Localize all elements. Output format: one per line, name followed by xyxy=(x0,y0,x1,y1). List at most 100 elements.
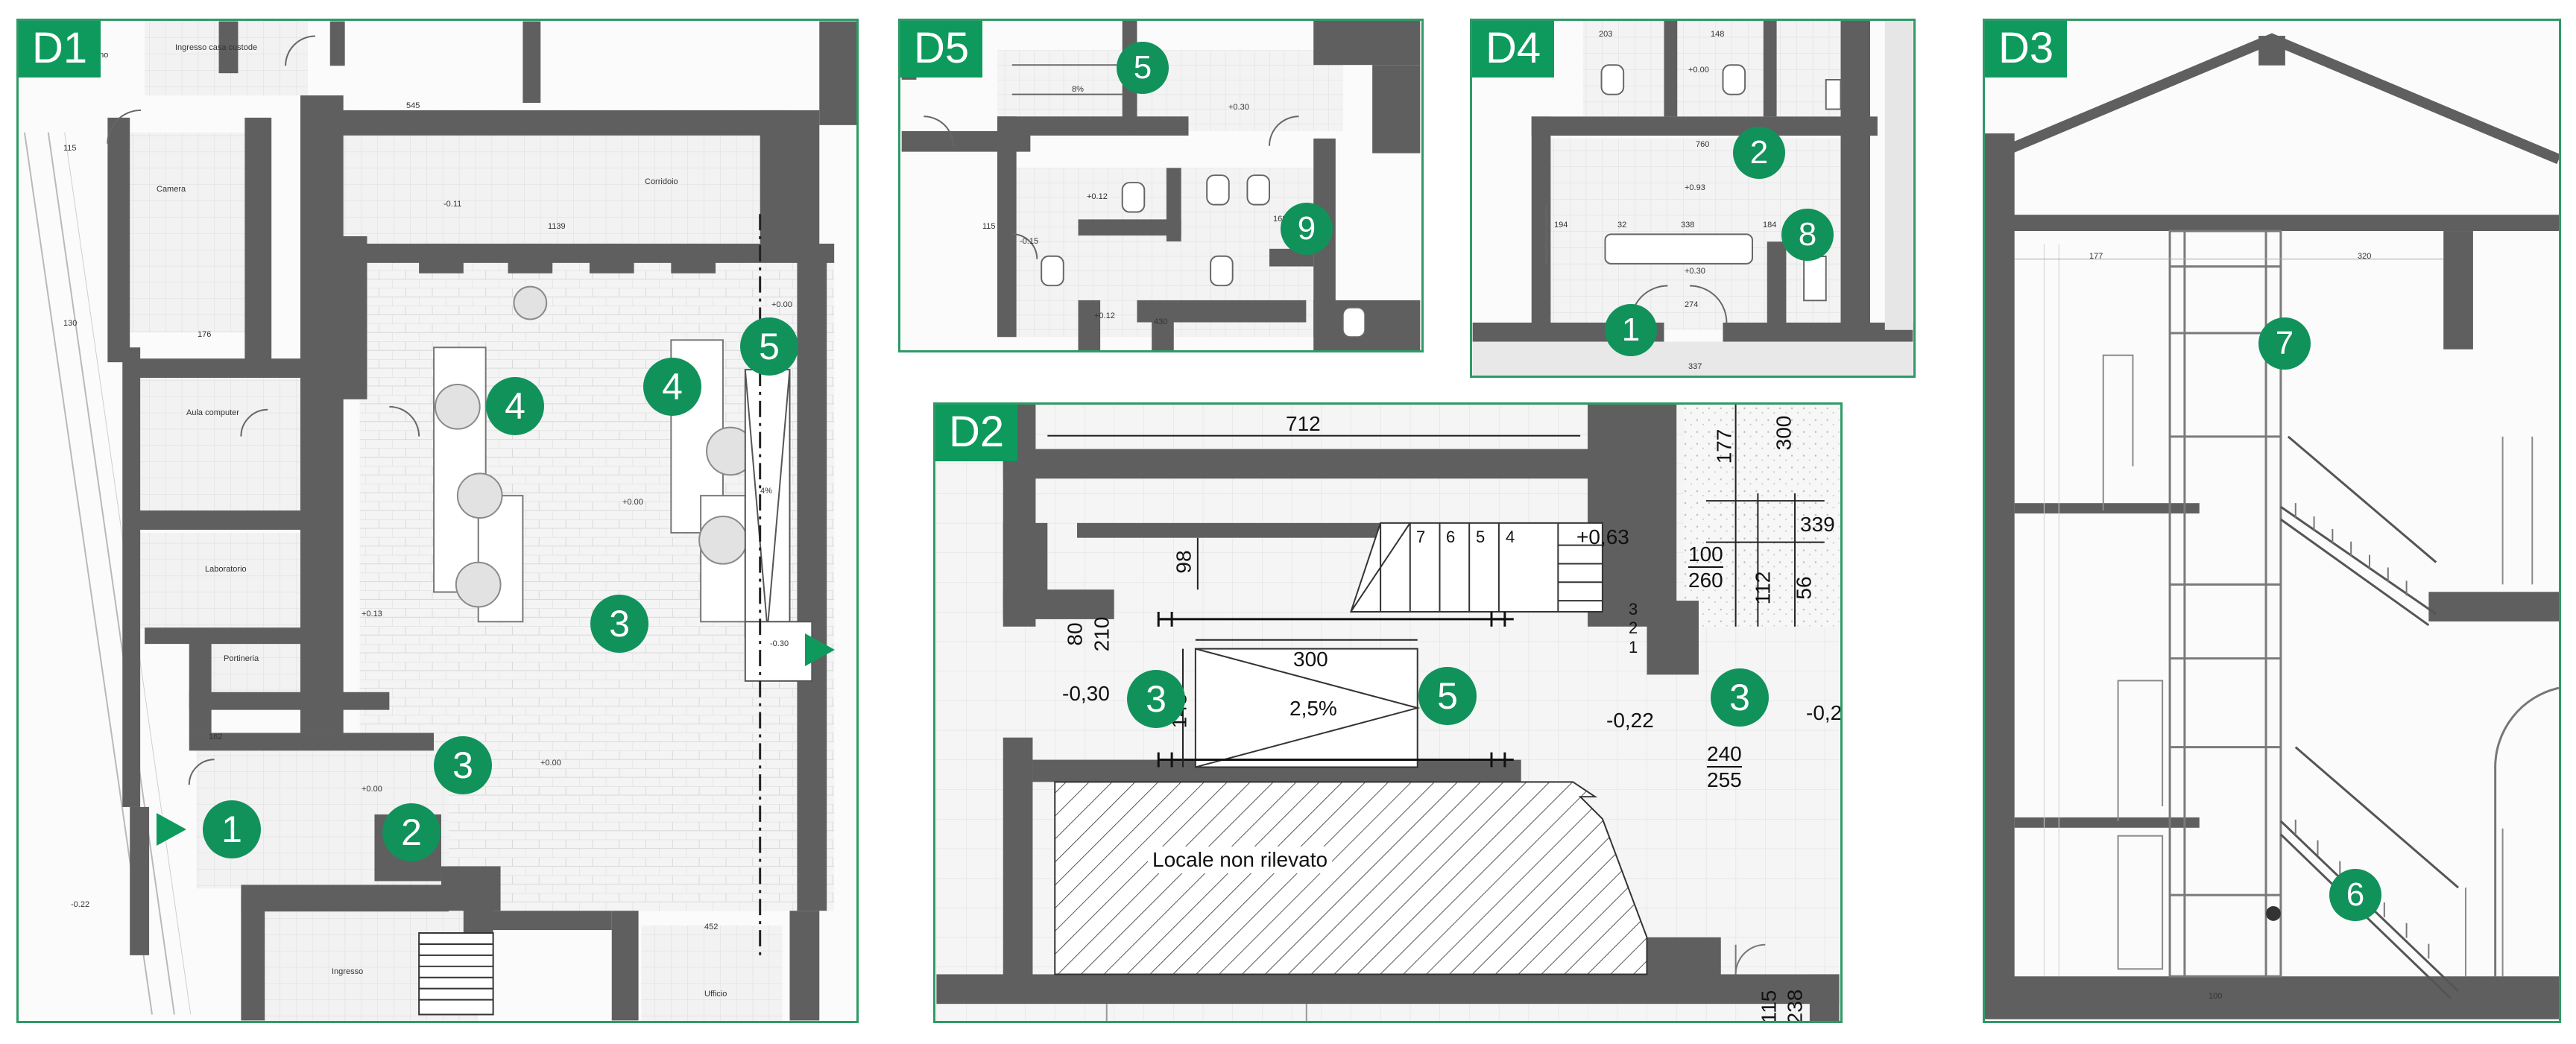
d2-plan-drawing xyxy=(936,405,1840,1021)
dimension-label: 545 xyxy=(406,101,420,110)
dimension-label: 162 xyxy=(209,733,223,741)
marker-3: 3 xyxy=(1127,670,1185,728)
panel-d4: D4 +0.00 +0.93 +0.30 203 148 760 194 32 … xyxy=(1470,19,1916,378)
level-label: -0.30 xyxy=(770,639,789,648)
dimension-label: 32 xyxy=(1617,221,1627,230)
dimension-label: 115 xyxy=(63,144,77,153)
level-label: +0.00 xyxy=(362,785,382,794)
room-label: Portineria xyxy=(224,654,259,663)
marker-8: 8 xyxy=(1781,209,1834,261)
dimension-label: 80 xyxy=(1063,622,1087,646)
room-label: Corridoio xyxy=(645,177,678,186)
dimension-label: 320 xyxy=(2358,252,2372,261)
panel-d4-tag: D4 xyxy=(1472,21,1555,77)
marker-1: 1 xyxy=(1605,304,1657,356)
level-label: +0.00 xyxy=(540,759,561,768)
dimension-label: 98 xyxy=(1172,550,1196,574)
marker-5: 5 xyxy=(1418,667,1477,725)
level-label: -0.22 xyxy=(71,900,90,909)
dimension-label: 430 xyxy=(1154,317,1168,326)
dimension-label: 148 xyxy=(1711,30,1725,39)
dimension-label: 760 xyxy=(1696,140,1710,149)
ramp-slope-label: 2,5% xyxy=(1289,697,1337,720)
marker-2: 2 xyxy=(382,803,441,861)
ramp-slope-label: 4% xyxy=(760,487,772,496)
marker-6: 6 xyxy=(2329,869,2381,921)
marker-2: 2 xyxy=(1733,127,1785,179)
unsurveyed-room-label: Locale non rilevato xyxy=(1148,847,1333,873)
dimension-label: 338 xyxy=(1681,221,1695,230)
panel-d2-tag: D2 xyxy=(935,405,1018,461)
ramp-slope-label: 8% xyxy=(1072,85,1084,94)
panel-d5-tag: D5 xyxy=(900,21,983,77)
fraction-top: 240 xyxy=(1707,742,1742,765)
room-label: Camera xyxy=(157,185,186,194)
level-label: -0,22 xyxy=(1806,701,1843,724)
dimension-label: 452 xyxy=(704,923,719,931)
marker-1: 1 xyxy=(203,800,261,858)
panel-d2: D2 712 300 98 148 177 339 112 56 80 210 … xyxy=(933,402,1843,1023)
marker-9: 9 xyxy=(1281,203,1333,255)
dimension-label: 1139 xyxy=(548,222,566,231)
dimension-label: 712 xyxy=(1286,412,1321,435)
fraction-top: 100 xyxy=(1688,542,1723,566)
level-label: +0.93 xyxy=(1685,183,1705,192)
level-label: +0,63 xyxy=(1576,525,1629,548)
dimension-label: 115 xyxy=(1757,990,1781,1023)
level-label: +0.00 xyxy=(622,498,643,507)
dimension-label: 194 xyxy=(1554,221,1568,230)
marker-3: 3 xyxy=(590,595,648,653)
marker-5: 5 xyxy=(1117,42,1169,94)
level-label: +0.00 xyxy=(1688,66,1709,75)
door-dimension-fraction: 100 260 xyxy=(1688,543,1723,592)
dimension-label: 112 xyxy=(1751,571,1775,605)
fraction-bottom: 255 xyxy=(1707,768,1742,792)
level-label: +0.30 xyxy=(1228,103,1249,112)
room-label: Ufficio xyxy=(704,990,727,999)
level-label: -0.11 xyxy=(443,200,462,209)
stair-step-label: 6 xyxy=(1446,528,1456,546)
entrance-arrow-icon xyxy=(157,813,186,846)
dimension-label: 238 xyxy=(1783,989,1807,1023)
d4-plan-drawing xyxy=(1472,21,1913,376)
dimension-label: 176 xyxy=(198,330,212,339)
dimension-label: 115 xyxy=(982,222,996,231)
marker-3: 3 xyxy=(1711,668,1769,727)
level-label: +0.30 xyxy=(1685,267,1705,276)
level-label: -0,30 xyxy=(1062,682,1110,705)
dimension-label: 203 xyxy=(1599,30,1613,39)
level-label: +0.12 xyxy=(1094,311,1115,320)
room-label: Ingresso xyxy=(332,967,364,976)
d3-section-drawing xyxy=(1985,22,2559,1019)
level-label: +0.13 xyxy=(362,610,382,619)
panel-d1: D1 Ingresso casa custode Regno Camera Co… xyxy=(16,19,859,1023)
stair-step-label: 4 xyxy=(1506,528,1515,546)
marker-5: 5 xyxy=(740,317,798,376)
dimension-label: 337 xyxy=(1688,362,1702,371)
dimension-label: 100 xyxy=(2209,992,2223,1001)
panel-d1-tag: D1 xyxy=(19,21,101,77)
dimension-label: 274 xyxy=(1685,300,1699,309)
entrance-arrow-icon xyxy=(805,633,835,666)
level-label: -0,22 xyxy=(1606,709,1654,732)
dimension-label: 130 xyxy=(63,319,78,328)
panel-d3-tag: D3 xyxy=(1985,21,2068,77)
level-label: +0.12 xyxy=(1087,192,1108,201)
marker-4: 4 xyxy=(643,358,701,416)
stair-step-label: 3 xyxy=(1629,600,1638,619)
dimension-label: 56 xyxy=(1792,576,1816,600)
door-dimension-fraction: 240 255 xyxy=(1707,743,1742,791)
dimension-label: 300 xyxy=(1293,648,1328,671)
stair-step-label: 2 xyxy=(1629,619,1638,637)
stair-step-label: 7 xyxy=(1416,528,1426,546)
dimension-label: 210 xyxy=(1090,616,1114,652)
dimension-label: 339 xyxy=(1800,513,1835,536)
dimension-label: 177 xyxy=(2089,252,2103,261)
panel-d3: D3 177 320 100 7 6 xyxy=(1983,19,2561,1023)
d1-plan-drawing xyxy=(19,21,856,1021)
room-label: Laboratorio xyxy=(205,565,247,574)
fraction-bar xyxy=(1707,766,1742,768)
stair-step-label: 5 xyxy=(1476,528,1486,546)
marker-3: 3 xyxy=(434,736,492,794)
marker-4: 4 xyxy=(486,377,544,435)
